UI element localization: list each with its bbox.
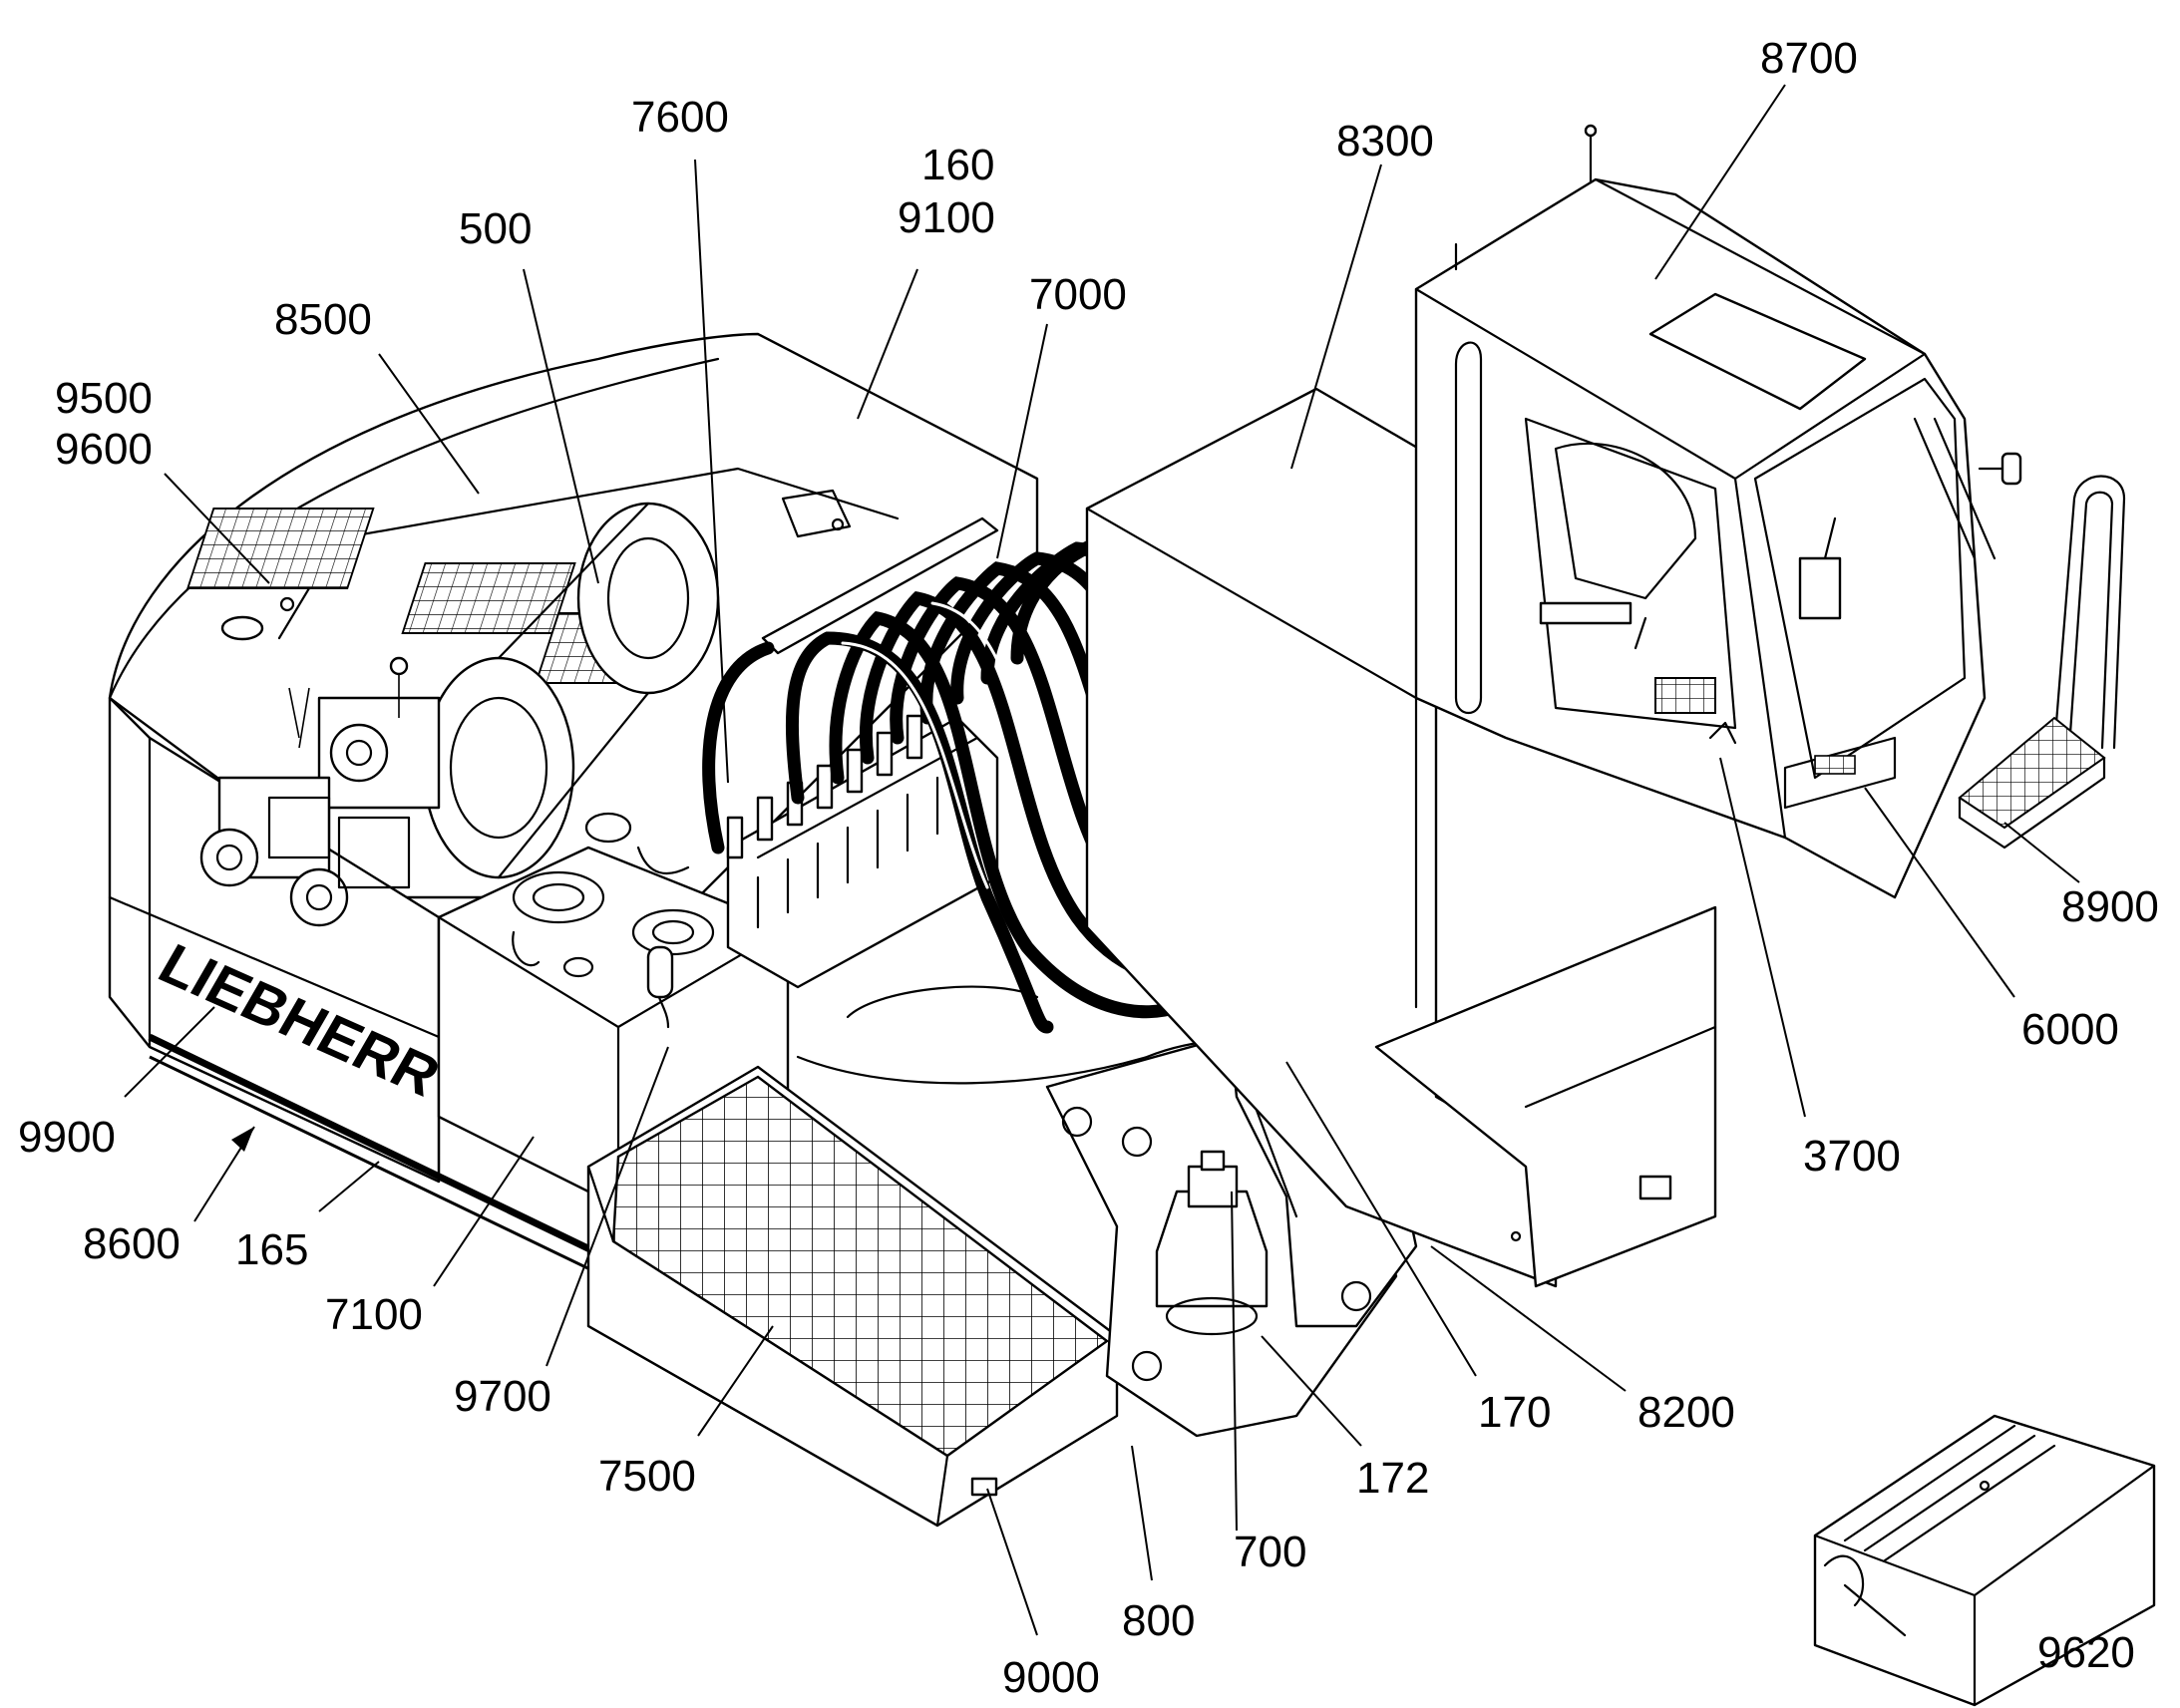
callout-8600: 8600 [83, 1219, 181, 1268]
callout-7000: 7000 [1029, 270, 1127, 319]
callout-9600: 9600 [55, 425, 153, 474]
leader-lines [124, 84, 2080, 1636]
callout-172: 172 [1356, 1454, 1429, 1503]
callout-9500: 9500 [55, 374, 153, 423]
hood-grille-2 [401, 562, 576, 634]
callout-7100: 7100 [325, 1290, 423, 1339]
operator-cab [1414, 124, 2126, 899]
callout-9620: 9620 [2037, 1628, 2135, 1677]
callout-9700: 9700 [454, 1372, 551, 1421]
callout-160: 160 [921, 141, 994, 189]
callout-500: 500 [459, 204, 532, 253]
engine-pump-assembly [199, 502, 720, 927]
callout-165: 165 [235, 1225, 308, 1274]
callout-8200: 8200 [1637, 1388, 1735, 1437]
callout-9000: 9000 [1002, 1653, 1100, 1702]
hood-grille-1 [185, 508, 375, 589]
callout-170: 170 [1478, 1388, 1551, 1437]
callout-7500: 7500 [598, 1452, 696, 1501]
callout-3700: 3700 [1803, 1132, 1901, 1181]
callout-700: 700 [1234, 1528, 1306, 1576]
callout-800: 800 [1122, 1596, 1195, 1645]
callout-8300: 8300 [1336, 117, 1434, 166]
callout-8900: 8900 [2061, 882, 2159, 931]
fuel-tank-walkway [586, 1065, 1119, 1528]
callout-8700: 8700 [1760, 34, 1858, 83]
callout-8500: 8500 [274, 295, 372, 344]
fuel-cap [220, 615, 264, 641]
callout-7600: 7600 [631, 93, 729, 142]
toolbox-9620 [1813, 1414, 2156, 1707]
callout-9100: 9100 [898, 193, 995, 242]
callout-9900: 9900 [18, 1113, 116, 1162]
callout-6000: 6000 [2021, 1005, 2119, 1054]
callout-labels: 8700 7600 8300 160 9100 500 7000 8500 95… [18, 34, 2159, 1702]
